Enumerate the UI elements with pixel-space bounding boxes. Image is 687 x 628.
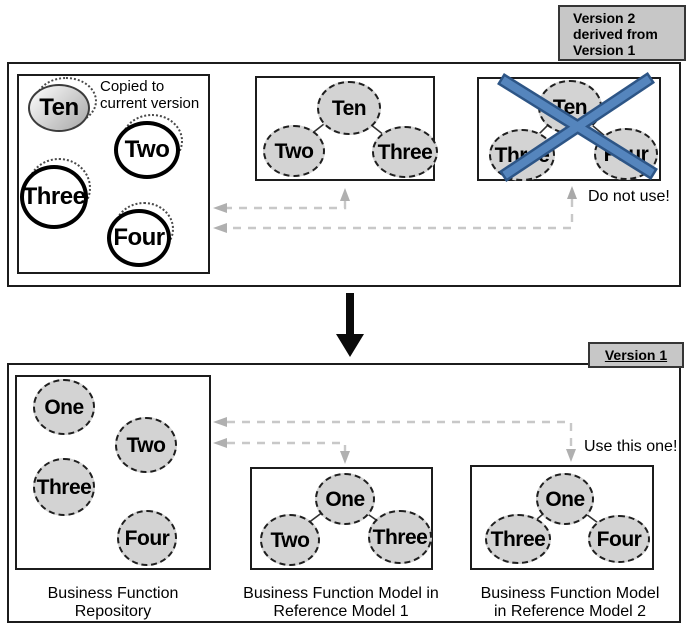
node-three: Three [33,458,95,516]
caption-line: in Reference Model 2 [493,603,647,620]
left-arrowhead-icon [213,417,227,427]
up-arrowhead-icon [567,186,577,199]
connector-repo-to-bottom-model1 [213,438,350,464]
do-not-use-note: Do not use! [588,188,670,205]
copied-note-line2: current version [100,95,200,112]
caption-line: Repository [74,603,152,620]
node-two: Two [115,417,177,473]
node-four: Four [107,209,171,267]
copied-note: Copied to current version [100,78,199,112]
left-arrowhead-icon [213,203,227,213]
version2-tag-line: derived from [573,26,658,42]
node-three: Three [372,126,438,178]
node-three: Three [368,510,432,564]
down-arrow-icon [336,293,364,357]
node-ten: Ten [317,81,381,135]
node-ten-copied: Ten [28,84,90,132]
repository-caption: Business Function Repository [13,585,213,621]
left-arrowhead-icon [213,438,227,448]
node-four: Four [588,515,650,563]
connector-repo-to-bottom-model2 [213,417,576,462]
node-one: One [33,379,95,435]
up-arrowhead-icon [340,188,350,201]
node-one: One [315,473,375,525]
node-three: Three [485,514,551,564]
model2-caption: Business Function Model in Reference Mod… [470,585,670,621]
connector-top-model2-to-repo [213,186,577,233]
node-one: One [536,473,594,525]
caption-line: Business Function Model [480,585,660,602]
version2-tag: Version 2 derived from Version 1 [558,5,686,61]
version2-tag-line: Version 2 [573,10,636,26]
node-two: Two [114,121,180,179]
model1-caption: Business Function Model in Reference Mod… [241,585,441,621]
version1-tag-label: Version 1 [604,347,668,363]
node-two: Two [263,125,325,177]
caption-line: Business Function [47,585,179,602]
caption-line: Reference Model 1 [273,603,409,620]
copied-note-line1: Copied to [100,78,165,95]
node-two: Two [260,514,320,566]
node-four: Four [117,510,177,566]
down-arrowhead-icon [566,449,576,462]
cross-icon [497,71,658,183]
version2-tag-line: Version 1 [573,42,636,58]
node-three: Three [20,165,88,229]
use-this-one-note: Use this one! [584,438,678,455]
down-arrowhead-icon [340,451,350,464]
caption-line: Business Function Model in [243,585,439,602]
left-arrowhead-icon [213,223,227,233]
version1-tag: Version 1 [588,342,684,368]
connector-top-model1-to-repo [213,188,350,213]
